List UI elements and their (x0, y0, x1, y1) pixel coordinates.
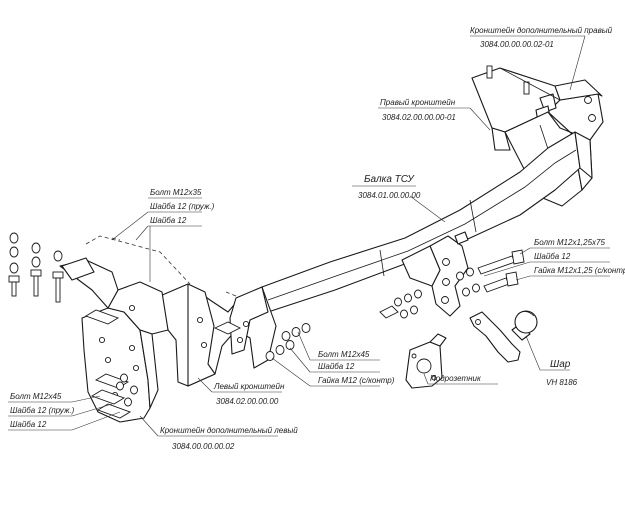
label-ball-code: VH 8186 (546, 378, 578, 387)
assembly-line-left (85, 235, 191, 285)
label-beam-code: 3084.01.00.00.00 (358, 191, 421, 200)
label-bolt-m12x125x75: Болт М12х1,25х75 (534, 238, 605, 247)
label-beam-name: Балка ТСУ (364, 174, 415, 185)
label-bolt-m12x35: Болт М12х35 (150, 188, 202, 197)
socket-plate (405, 333, 447, 389)
label-washer-left: Шайба 12 (10, 420, 47, 429)
label-ball-name: Шар (550, 359, 571, 370)
label-washer-mid: Шайба 12 (318, 362, 355, 371)
label-socket-plate: Подрозетник (430, 374, 482, 383)
label-right-bracket-name: Правый кронштейн (380, 98, 456, 107)
label-left-bracket-code: 3084.02.00.00.00 (216, 397, 279, 406)
tow-ball (469, 310, 538, 363)
label-washer-spring-left: Шайба 12 (пруж.) (10, 406, 75, 415)
label-right-bracket-code: 3084.02.00.00.00-01 (382, 113, 456, 122)
hitch-mount-plate (401, 231, 469, 317)
label-bolt-m12x45-mid: Болт М12х45 (318, 350, 370, 359)
label-bolt-m12x45-left: Болт М12х45 (10, 392, 62, 401)
assembly-line-mid (225, 291, 237, 297)
label-left-bracket-name: Левый кронштейн (213, 382, 285, 391)
labels: Кронштейн дополнительный правый 3084.00.… (10, 26, 625, 451)
label-extra-bracket-right-name: Кронштейн дополнительный правый (470, 26, 613, 35)
fasteners-under-beam (379, 289, 422, 319)
fasteners-hitch-bolts (456, 249, 525, 297)
towbar-beam (254, 131, 593, 327)
fasteners-middle (213, 321, 311, 361)
label-washer-spring-top: Шайба 12 (пруж.) (150, 202, 215, 211)
fastener-stack-left (8, 232, 95, 303)
assembly-line-left-2 (111, 237, 121, 241)
label-nut-m12x125: Гайка М12х1,25 (с/контр) (534, 266, 625, 275)
label-nut-m12-mid: Гайка М12 (с/контр) (318, 376, 395, 385)
label-washer-top: Шайба 12 (150, 216, 187, 225)
label-washer-right: Шайба 12 (534, 252, 571, 261)
leader-lines (8, 35, 610, 437)
label-extra-bracket-left-code: 3084.00.00.00.02 (172, 442, 235, 451)
fasteners-left-bracket (84, 309, 138, 419)
left-bracket (159, 283, 277, 387)
label-extra-bracket-right-code: 3084.00.00.00.02-01 (480, 40, 554, 49)
label-extra-bracket-left-name: Кронштейн дополнительный левый (160, 426, 298, 435)
